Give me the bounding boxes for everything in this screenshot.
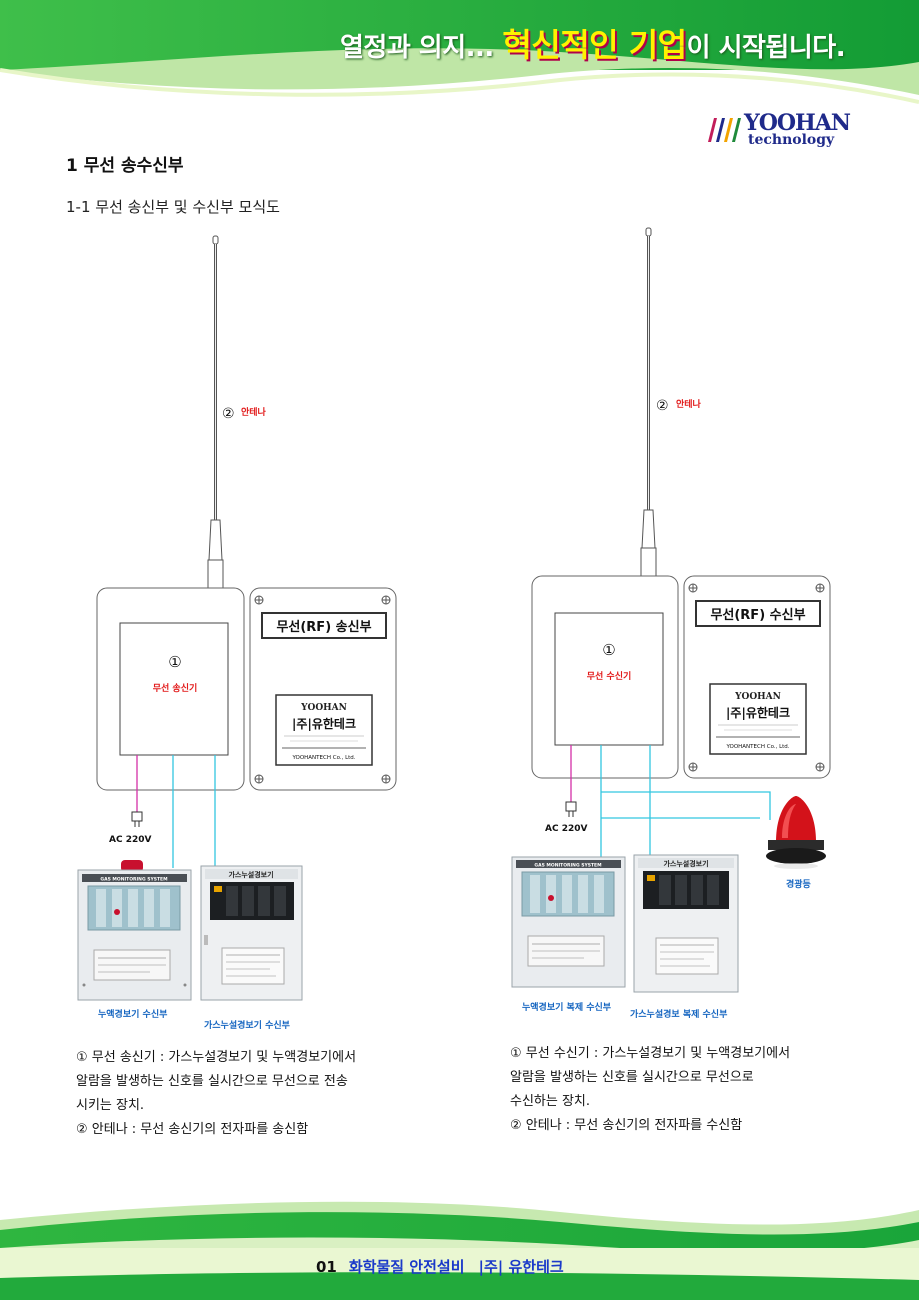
right-plate-english: YOOHANTECH Co., Ltd.	[725, 744, 789, 750]
header-slogan: 열정과 의지... 혁신적인 기업이 시작됩니다.	[340, 26, 846, 64]
left-power-label: AC 220V	[109, 835, 151, 845]
svg-text:가스누설경보기: 가스누설경보기	[228, 870, 273, 879]
warning-beacon-icon	[766, 796, 826, 869]
section-title: 1 무선 송수신부	[66, 156, 184, 176]
left-transmitter-inner	[119, 622, 229, 756]
footer-category: 화학물질 안전설비	[348, 1258, 465, 1276]
left-antenna-label: 안테나	[241, 406, 267, 418]
logo-sub: technology	[748, 132, 835, 148]
desc-line: 수신하는 장치.	[510, 1094, 591, 1109]
right-plate-company: |주|유한테크	[726, 705, 790, 720]
header-banner	[0, 0, 919, 104]
right-description: ① 무선 수신기 : 가스누설경보기 및 누액경보기에서 알람을 발생하는 신호…	[510, 1042, 790, 1138]
svg-text:GAS MONITORING SYSTEM: GAS MONITORING SYSTEM	[534, 863, 602, 869]
right-beacon-caption: 경광등	[786, 878, 811, 890]
right-gas-alarm-panel: 가스누설경보기	[633, 854, 739, 993]
footer-banner	[0, 1201, 919, 1300]
right-panel2-caption: 가스누설경보 복제 수신부	[630, 1008, 727, 1020]
left-antenna-icon	[207, 235, 224, 589]
left-plate-logo: YOOHAN	[300, 703, 347, 713]
right-antenna-icon	[640, 227, 657, 577]
right-power-label: AC 220V	[545, 824, 587, 834]
desc-line: ① 무선 수신기 : 가스누설경보기 및 누액경보기에서	[510, 1046, 791, 1061]
left-device-label: 무선 송신기	[153, 682, 198, 694]
right-antenna-label: 안테나	[676, 398, 702, 410]
left-cover-title: 무선(RF) 송신부	[276, 619, 371, 635]
left-antenna-num: ②	[222, 406, 235, 422]
page-number: 01	[316, 1258, 337, 1276]
wireless-diagram: ② 안테나 ① 무선 송신기 무선(RF) 송신부 YOOHAN |주|유한테크…	[77, 227, 831, 1031]
desc-line: ② 안테나 : 무선 송신기의 전자파를 수신함	[510, 1118, 743, 1133]
left-transmitter-group: ② 안테나 ① 무선 송신기 무선(RF) 송신부 YOOHAN |주|유한테크…	[77, 235, 397, 1031]
right-wire-beacon-a	[601, 791, 771, 820]
svg-text:가스누설경보기: 가스누설경보기	[663, 859, 708, 868]
left-panel2-caption: 가스누설경보기 수신부	[204, 1019, 290, 1031]
right-receiver-group: ② 안테나 ① 무선 수신기 무선(RF) 수신부 YOOHAN |주|유한테크…	[511, 227, 831, 1020]
footer-company: |주| 유한테크	[478, 1258, 564, 1276]
right-antenna-num: ②	[656, 398, 669, 414]
desc-line: 알람을 발생하는 신호를 실시간으로 무선으로 전송	[76, 1074, 348, 1089]
footer-text: 01 화학물질 안전설비 |주| 유한테크	[316, 1256, 564, 1277]
svg-text:GAS MONITORING SYSTEM: GAS MONITORING SYSTEM	[100, 877, 168, 883]
logo-brand: YOOHAN	[744, 110, 851, 136]
desc-line: 알람을 발생하는 신호를 실시간으로 무선으로	[510, 1070, 754, 1085]
left-device-num: ①	[168, 653, 181, 671]
desc-line: ② 안테나 : 무선 송신기의 전자파를 송신함	[76, 1122, 309, 1137]
right-cover-title: 무선(RF) 수신부	[710, 607, 805, 623]
desc-line: ① 무선 송신기 : 가스누설경보기 및 누액경보기에서	[76, 1050, 357, 1065]
desc-line: 시키는 장치.	[76, 1098, 145, 1113]
logo-stripes-icon	[708, 118, 741, 142]
right-plate-logo: YOOHAN	[734, 692, 781, 702]
right-device-label: 무선 수신기	[587, 670, 632, 682]
left-plate-company: |주|유한테크	[292, 716, 356, 731]
left-gas-alarm-panel: 가스누설경보기	[200, 865, 303, 1001]
right-panel1-caption: 누액경보기 복제 수신부	[522, 1001, 611, 1013]
right-receiver-inner	[554, 612, 664, 746]
left-leak-alarm-panel: GAS MONITORING SYSTEM	[77, 860, 192, 1001]
subsection-title: 1-1 무선 송신부 및 수신부 모식도	[66, 198, 280, 216]
right-device-num: ①	[602, 641, 615, 659]
left-plate-english: YOOHANTECH Co., Ltd.	[291, 755, 355, 761]
company-logo: YOOHAN technology	[706, 110, 852, 152]
right-leak-alarm-panel: GAS MONITORING SYSTEM	[511, 856, 626, 988]
left-panel1-caption: 누액경보기 수신부	[98, 1008, 167, 1020]
left-description: ① 무선 송신기 : 가스누설경보기 및 누액경보기에서 알람을 발생하는 신호…	[76, 1046, 356, 1142]
